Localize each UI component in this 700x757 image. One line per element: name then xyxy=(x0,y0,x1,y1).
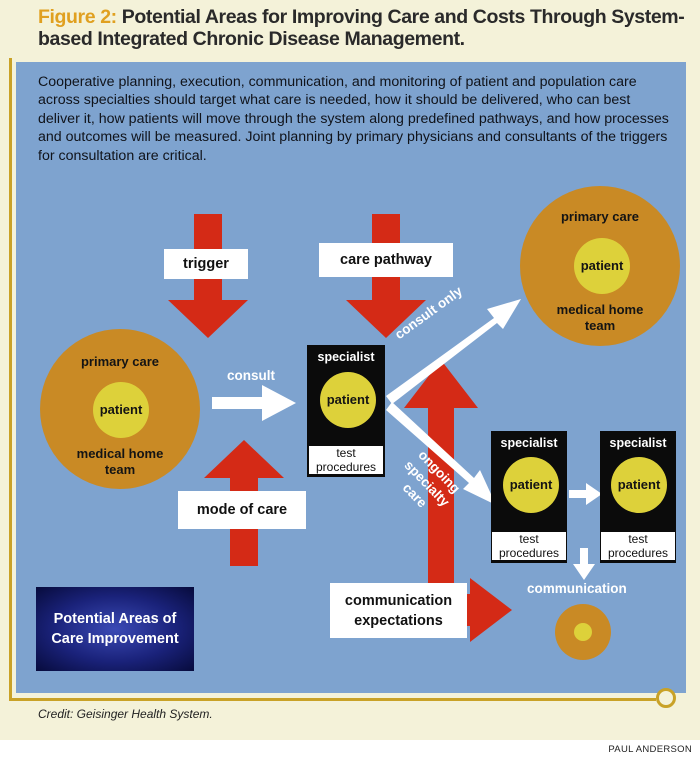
consult-only-arrow xyxy=(386,299,521,404)
ongoing-care-up-arrow xyxy=(404,360,478,585)
specialist-3-header: specialist xyxy=(609,436,667,450)
specialist-2-core xyxy=(503,457,559,513)
left-circle-top-label: primary care xyxy=(80,354,160,369)
left-circle-bottom-label: medical home team xyxy=(76,446,164,477)
specialist-2-patient: patient xyxy=(509,477,553,492)
frame-rail-end-circle xyxy=(656,688,676,708)
figure-title-text: Potential Areas for Improving Care and C… xyxy=(38,6,685,50)
consult-text: consult xyxy=(227,368,276,383)
specialist-main-header: specialist xyxy=(317,350,375,364)
specialist-main-footer: test procedures xyxy=(309,446,383,474)
mode-of-care-label: mode of care xyxy=(178,491,306,529)
specialist-2-header: specialist xyxy=(500,436,558,450)
specialist-main-core xyxy=(320,372,376,428)
right-circle-top-label: primary care xyxy=(560,209,640,224)
specialist-3-patient: patient xyxy=(617,477,661,492)
care-improvement-legend: Potential Areas of Care Improvement xyxy=(36,587,194,671)
communication-text: communication xyxy=(527,581,627,596)
artist-credit: PAUL ANDERSON xyxy=(608,744,692,755)
care-pathway-label: care pathway xyxy=(319,243,453,277)
specialist-main-patient: patient xyxy=(326,392,370,407)
credit-line: Credit: Geisinger Health System. xyxy=(38,707,213,721)
communication-down-arrow xyxy=(573,548,595,580)
consult-arrow xyxy=(212,385,296,421)
right-circle-patient-label: patient xyxy=(580,258,624,273)
right-patient-core xyxy=(574,238,630,294)
communication-target-inner xyxy=(574,623,592,641)
communication-expectations-label: communication expectations xyxy=(330,583,467,638)
specialist-link-arrow xyxy=(569,483,602,505)
left-circle-patient-label: patient xyxy=(99,402,143,417)
right-circle-bottom-label: medical home team xyxy=(556,302,644,333)
specialist-3-core xyxy=(611,457,667,513)
trigger-label: trigger xyxy=(164,249,248,279)
ongoing-specialty-arrow xyxy=(386,402,496,505)
left-patient-core xyxy=(93,382,149,438)
figure-label: Figure 2: xyxy=(38,6,117,28)
figure-title: Figure 2: Potential Areas for Improving … xyxy=(38,6,693,50)
frame-rail-vertical xyxy=(9,58,12,701)
specialist-3-footer: test procedures xyxy=(601,532,675,560)
frame-rail-horizontal xyxy=(9,698,656,701)
intro-paragraph: Cooperative planning, execution, communi… xyxy=(38,74,669,164)
specialist-2-footer: test procedures xyxy=(492,532,566,560)
